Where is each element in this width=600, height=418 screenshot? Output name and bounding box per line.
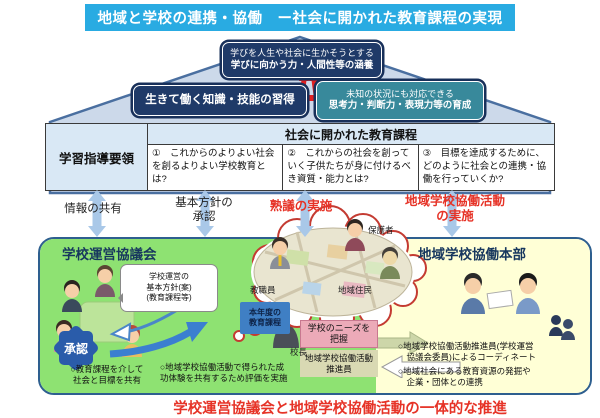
flow-label-info-sharing: 情報の共有 [64, 203, 122, 215]
right-panel-title: 地域学校協働本部 [418, 247, 526, 262]
flow-label-collaboration-activity: 地域学校協働活動 の実施 [404, 194, 505, 223]
approval-burst-label: 承認 [63, 341, 88, 356]
table-cell-2: ② これからの社会を創っていく子供たちが身に付けるべき資質・能力とは? [283, 145, 419, 190]
footer-slogan: 学校運営協議会と地域学校協働活動の一体的な推進 [173, 401, 507, 417]
table-row-header: 学習指導要領 [46, 124, 148, 190]
note-share-goal: ○教育課程を介して 社会と目標を共有 [70, 364, 144, 386]
goal-box-knowledge: 生きて働く知識・技能の習得 [133, 85, 307, 116]
table-column-header: 社会に開かれた教育課程 [148, 124, 554, 145]
goal-left-text: 生きて働く知識・技能の習得 [145, 94, 295, 107]
approval-burst: 承認 [54, 326, 98, 370]
principal-label: 校長 [290, 347, 308, 357]
school-needs-box: 学校のニーズを 把握 [300, 320, 378, 348]
flow-label-policy-approval: 基本方針の 承認 [175, 197, 233, 223]
table-cell-1: ① これからのよりよい社会を創るよりよい学校教育とは? [148, 145, 284, 190]
goal-top-line2: 学びに向かう力・人間性等の涵養 [230, 59, 374, 71]
needs-arrow-icon [371, 331, 429, 355]
double-arrow-icon [443, 190, 461, 237]
bullet-resources: ○地域社会にある教育資源の発掘や 企業・団体との連携 [398, 365, 531, 388]
double-arrow-icon [88, 190, 106, 237]
speech-bubble: 学校運営の 基本方針(案) (教育課程等) [118, 264, 218, 312]
community-bullets: ○地域学校協働活動推進員(学校運営 協議会委員)によるコーディネート ○地域社会… [398, 341, 590, 391]
parent-label: 保護者 [368, 225, 394, 235]
left-panel-title: 学校運営協議会 [62, 247, 157, 262]
exchange-arrows-icon [371, 331, 461, 378]
coordinator-box: 地域学校協働活動 推進員 [300, 350, 378, 377]
table-cell-3: ③ 目標を達成するために、どのように社会との連携・協働を行っていくか? [422, 148, 547, 185]
goal-box-thinking: 未知の状況にも対応できる 思考力・判断力・表現力等の育成 [316, 81, 484, 120]
resident-label: 地域住民 [338, 285, 373, 295]
community-staff-illustration [461, 273, 575, 340]
double-arrow-icon [296, 190, 314, 237]
note-evaluation: ○地域学校協働活動で得られた成 功体験を共有するため評価を実施 [160, 362, 288, 384]
goal-right-line2: 思考力・判断力・表現力等の育成 [328, 100, 472, 112]
map-people-illustration [270, 219, 400, 279]
page-title: 地域と学校の連携・協働 ー社会に開かれた教育課程の実現 [85, 4, 515, 31]
curriculum-table: 学習指導要領 社会に開かれた教育課程 ① これからのよりよい社会を創るよりよい学… [45, 123, 555, 191]
double-arrow-icon [196, 190, 214, 237]
goal-box-motivation: 学びを人生や社会に生かそうとする 学びに向かう力・人間性等の涵養 [222, 42, 382, 78]
bullet-coordinate: ○地域学校協働活動推進員(学校運営 協議会委員)によるコーディネート [398, 341, 536, 363]
deliberation-cloud [233, 205, 427, 342]
goal-top-line1: 学びを人生や社会に生かそうとする [230, 48, 374, 59]
curriculum-box: 本年度の 教育課程 [240, 302, 290, 334]
feedback-arrow-icon [380, 355, 461, 378]
goal-right-line1: 未知の状況にも対応できる [346, 88, 454, 99]
flow-label-deliberation: 熟議の実施 [269, 199, 333, 213]
staff-label: 教職員 [250, 285, 276, 295]
